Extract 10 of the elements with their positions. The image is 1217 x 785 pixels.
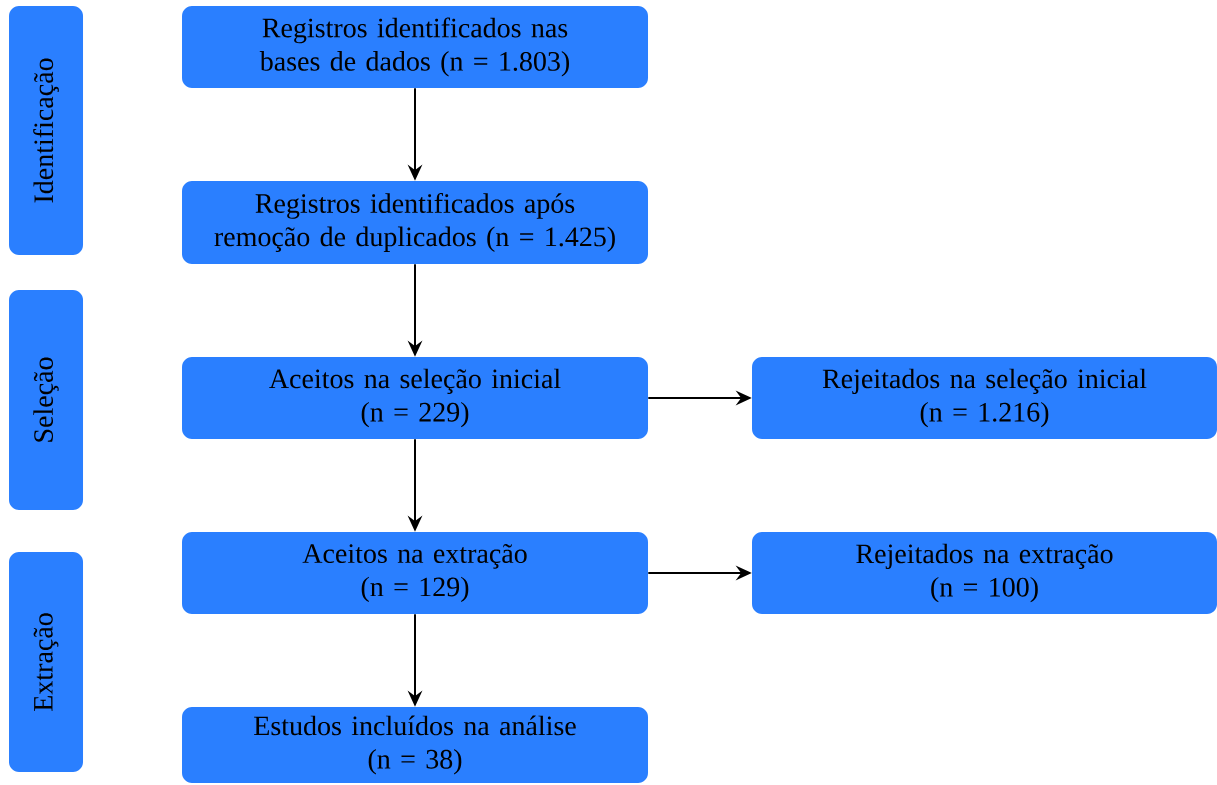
process-box: Rejeitados na seleção inicial (n = 1.216) [752,357,1217,439]
process-box: Registros identificados nas bases de dados (n = 1.803) [182,6,648,88]
process-box: Rejeitados na extração (n = 100) [752,532,1217,614]
process-box: Estudos incluídos na análise (n = 38) [182,707,648,783]
stage-label-box: Seleção [9,290,83,510]
stage-label-box: Identificação [9,6,83,255]
stage-label-box: Extração [9,552,83,772]
process-box: Registros identificados após remoção de duplicados (n = 1.425) [182,181,648,264]
process-box: Aceitos na extração (n = 129) [182,532,648,614]
process-box: Aceitos na seleção inicial (n = 229) [182,357,648,439]
